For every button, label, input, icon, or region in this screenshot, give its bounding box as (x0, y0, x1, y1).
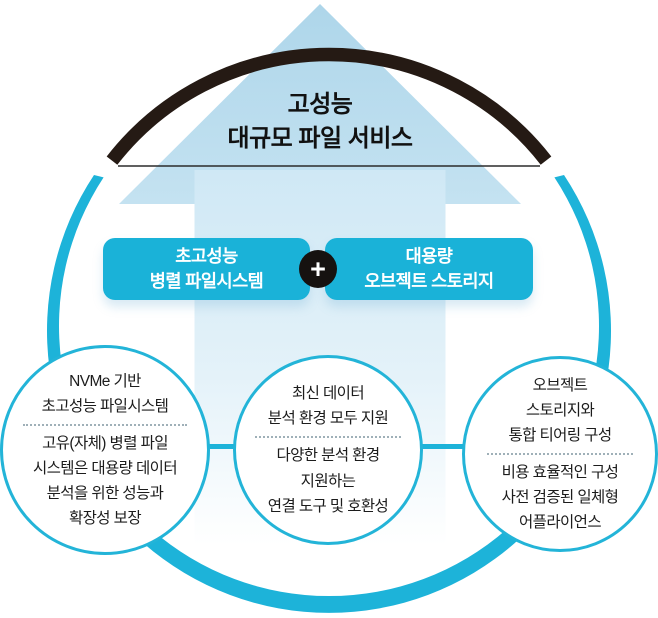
bubble-1-top-line-1: NVMe 기반 (69, 372, 141, 390)
box-parallel-filesystem-line-1: 초고성능 (175, 246, 238, 266)
diagram-title: 고성능 대규모 파일 서비스 (129, 88, 511, 156)
box-parallel-filesystem: 초고성능 병렬 파일시스템 (103, 238, 310, 300)
bubble-2-bottom-line-3: 연결 도구 및 호환성 (267, 497, 389, 515)
bubble-2-bottom-line-2: 지원하는 (300, 472, 356, 490)
bubble-3-top-line-1: 오브젝트 (532, 376, 588, 394)
plus-icon: + (299, 250, 337, 288)
bubble-2-top-line-2: 분석 환경 모두 지원 (267, 410, 389, 428)
box-object-storage-line-1: 대용량 (405, 246, 453, 266)
bubble-object-tiering: 오브젝트 스토리지와 통합 티어링 구성 비용 효율적인 구성 사전 검증된 일… (462, 356, 658, 552)
bubble-1-bottom-line-1: 고유(자체) 병렬 파일 (42, 434, 168, 452)
bubble-1-bottom-line-4: 확장성 보장 (68, 510, 142, 528)
box-object-storage: 대용량 오브젝트 스토리지 (325, 238, 533, 300)
title-line-1: 고성능 (287, 91, 353, 118)
bubble-3-bottom-line-1: 비용 효율적인 구성 (501, 464, 619, 481)
title-line-2: 대규모 파일 서비스 (227, 125, 413, 152)
bubble-2-top-line-1: 최신 데이터 (291, 385, 365, 403)
bubble-3-top-line-3: 통합 티어링 구성 (508, 426, 612, 444)
bubble-3-top-line-2: 스토리지와 (525, 401, 595, 419)
bubble-1-bottom-line-2: 시스템은 대용량 데이터 (32, 460, 178, 477)
bubble-2-bottom-line-1: 다양한 분석 환경 (276, 447, 380, 465)
box-parallel-filesystem-line-2: 병렬 파일시스템 (149, 271, 264, 291)
bubble-3-bottom-line-3: 어플라이언스 (519, 514, 602, 532)
bubble-nvme-filesystem: NVMe 기반 초고성능 파일시스템 고유(자체) 병렬 파일 시스템은 대용량… (0, 345, 210, 555)
outer-ring-black-arc (106, 47, 552, 165)
dotted-divider (487, 453, 633, 455)
bubble-1-top-line-2: 초고성능 파일시스템 (41, 397, 169, 415)
bubble-analysis-environment: 최신 데이터 분석 환경 모두 지원 다양한 분석 환경 지원하는 연결 도구 … (233, 355, 423, 545)
arrow-head (119, 4, 521, 204)
connector-left (204, 444, 238, 449)
dotted-divider (255, 436, 401, 439)
bubble-1-bottom-line-3: 분석을 위한 성능과 (46, 485, 164, 503)
dotted-divider (23, 423, 187, 426)
connector-right (419, 444, 465, 449)
box-object-storage-line-2: 오브젝트 스토리지 (364, 271, 494, 291)
bubble-3-bottom-line-2: 사전 검증된 일체형 (501, 489, 619, 507)
